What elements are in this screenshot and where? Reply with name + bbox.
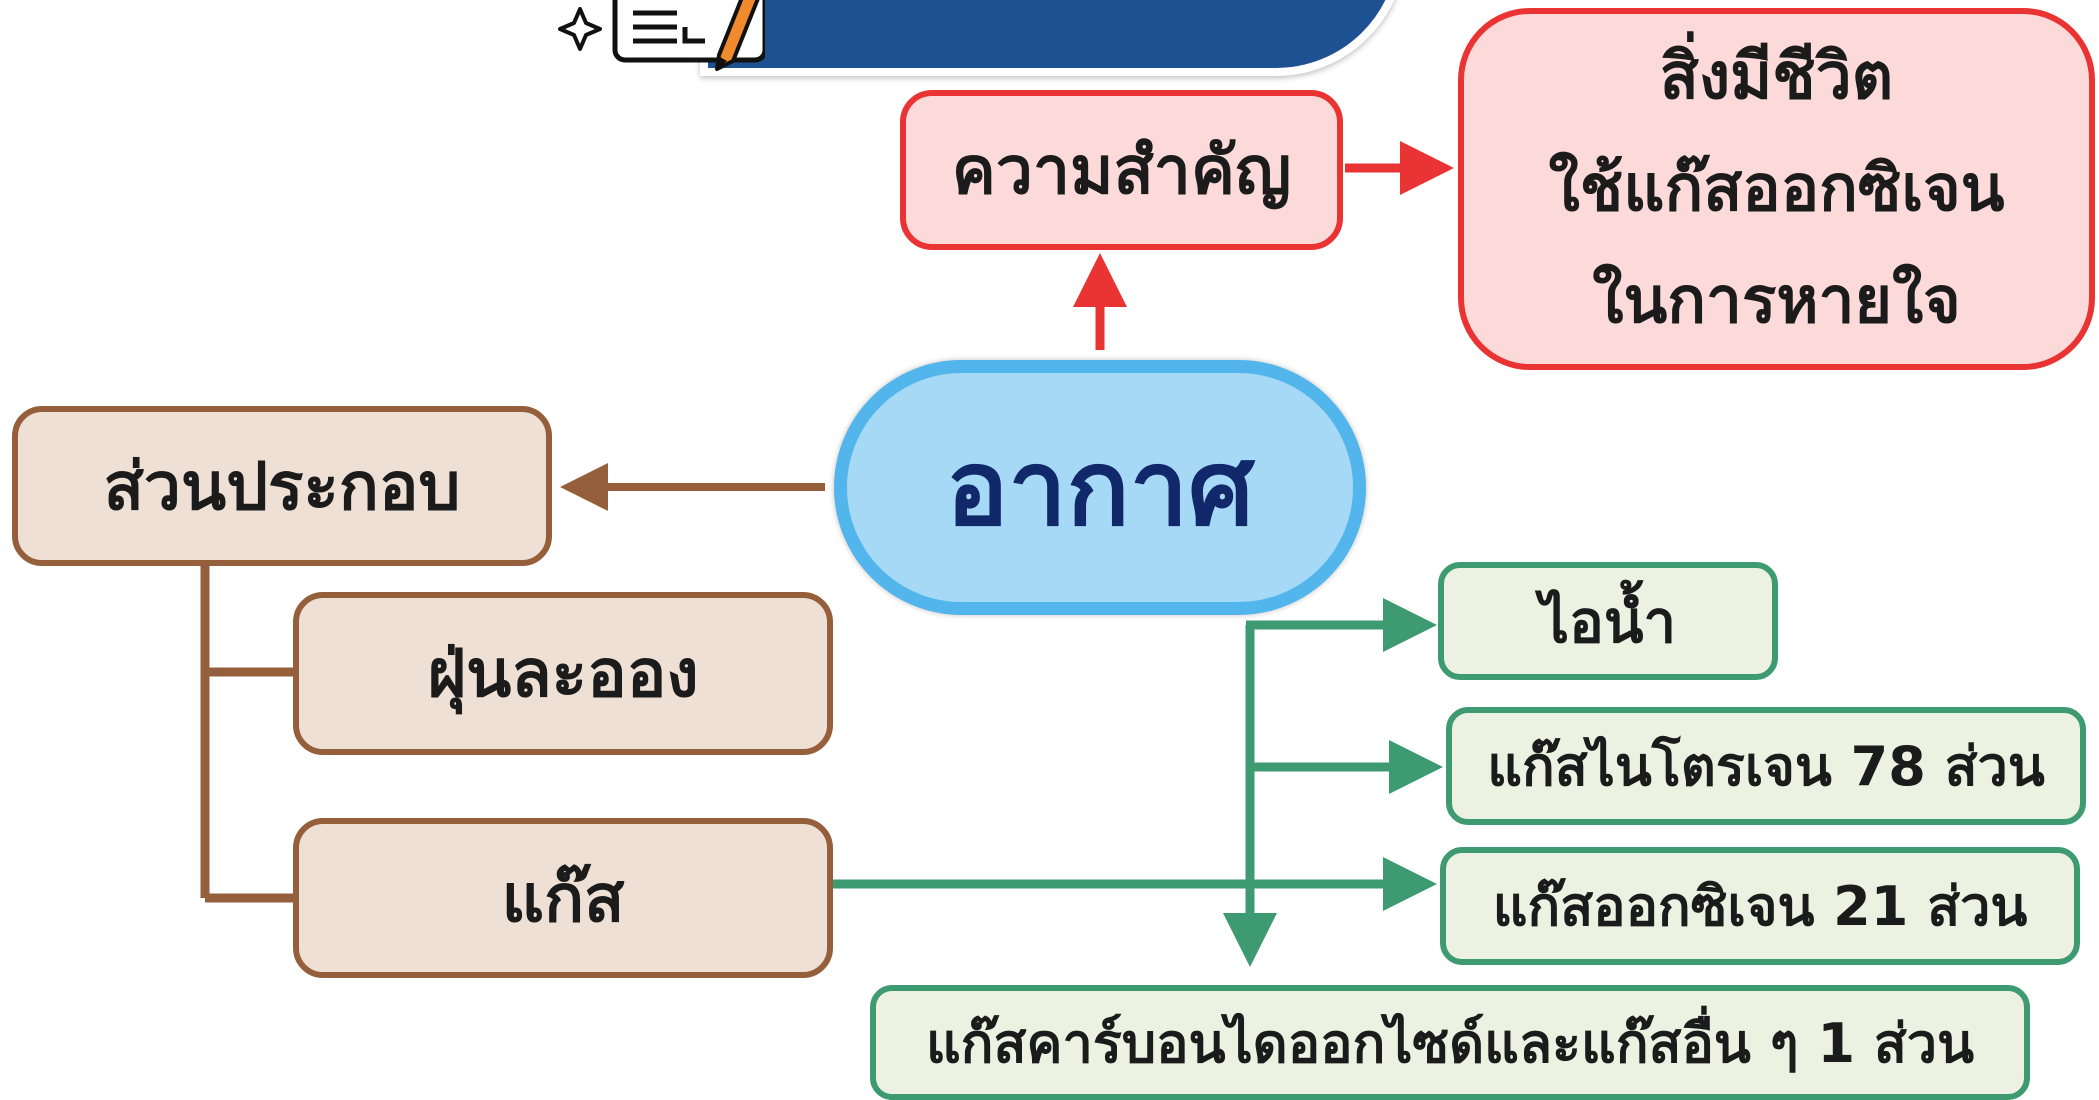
composition-tree-line <box>200 566 293 903</box>
center-node: อากาศ <box>834 360 1366 615</box>
co2-other-node: แก๊สคาร์บอนไดออกไซด์และแก๊สอื่น ๆ 1 ส่วน <box>870 985 2030 1100</box>
nitrogen-label: แก๊สไนโตรเจน 78 ส่วน <box>1487 735 2045 798</box>
notebook-icon <box>558 0 765 71</box>
oxygen-label: แก๊สออกซิเจน 21 ส่วน <box>1492 875 2028 938</box>
center-label: อากาศ <box>945 427 1255 549</box>
gas-node: แก๊ส <box>293 818 833 978</box>
oxygen-node: แก๊สออกซิเจน 21 ส่วน <box>1440 847 2080 965</box>
importance-detail-line-2: ใช้แก๊สออกซิเจน <box>1548 152 2005 226</box>
nitrogen-node: แก๊สไนโตรเจน 78 ส่วน <box>1446 707 2086 825</box>
importance-detail-line-1: สิ่งมีชีวิต <box>1659 40 1894 114</box>
dust-label: ฝุ่นละออง <box>427 635 699 712</box>
co2-other-label: แก๊สคาร์บอนไดออกไซด์และแก๊สอื่น ๆ 1 ส่วน <box>925 1011 1975 1075</box>
importance-detail-line-3: ในการหายใจ <box>1592 264 1961 338</box>
sparkle-icon <box>558 7 602 51</box>
gas-label: แก๊ส <box>501 859 625 937</box>
composition-label: ส่วนประกอบ <box>103 447 461 525</box>
composition-node: ส่วนประกอบ <box>12 406 552 566</box>
water-vapor-node: ไอน้ำ <box>1438 562 1778 680</box>
title-banner <box>700 0 1406 76</box>
dust-node: ฝุ่นละออง <box>293 592 833 755</box>
importance-label: ความสำคัญ <box>951 131 1292 209</box>
importance-node: ความสำคัญ <box>900 90 1343 250</box>
importance-detail-node: สิ่งมีชีวิต ใช้แก๊สออกซิเจน ในการหายใจ <box>1458 8 2095 370</box>
pencil-icon <box>715 0 760 71</box>
water-vapor-label: ไอน้ำ <box>1539 587 1677 656</box>
